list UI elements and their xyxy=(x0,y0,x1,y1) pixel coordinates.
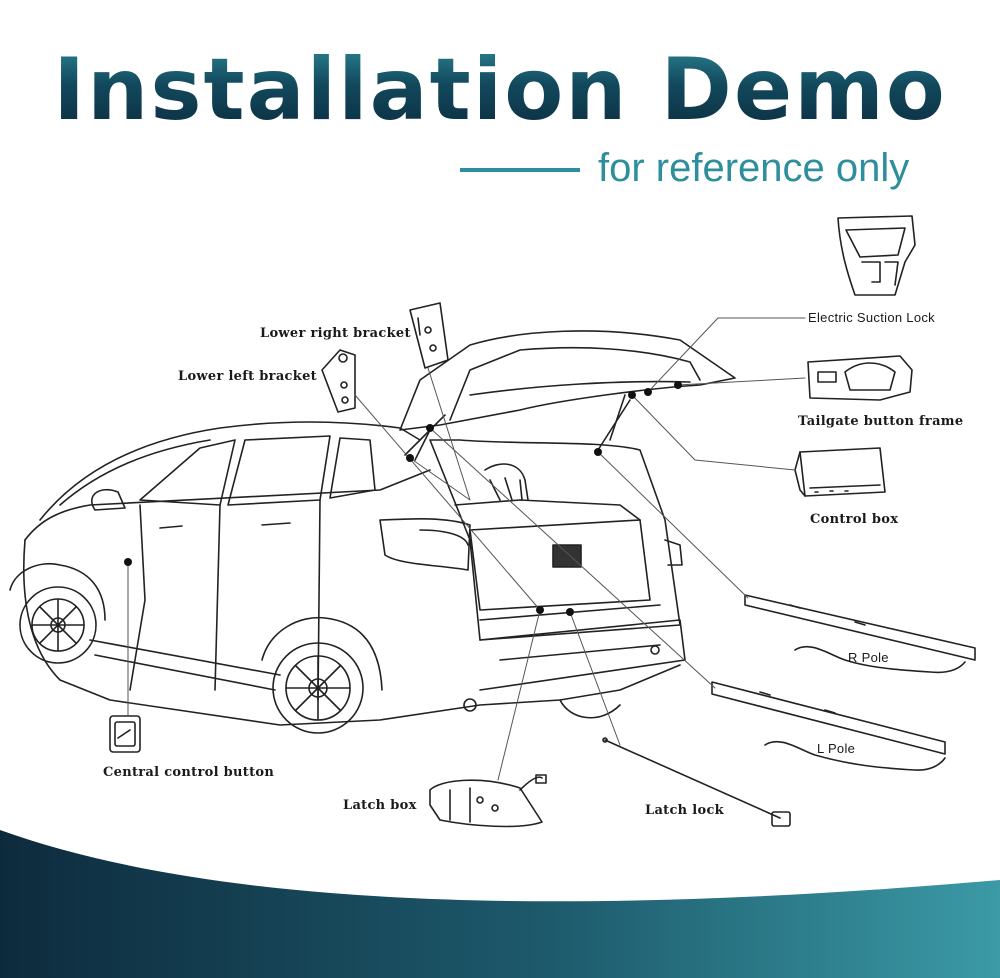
latch-lock-part xyxy=(604,739,781,819)
label-latch-box: Latch box xyxy=(343,798,417,813)
page-title: Installation Demo xyxy=(0,40,1000,140)
page-subtitle: for reference only xyxy=(598,146,910,190)
control-box-part xyxy=(799,447,886,497)
r-pole-part xyxy=(744,594,976,661)
bottom-wave-band xyxy=(0,830,1000,978)
tailgate-button-frame-part xyxy=(807,355,913,401)
label-central-control-button: Central control button xyxy=(103,765,275,780)
label-latch-lock: Latch lock xyxy=(645,803,724,818)
label-lower-right-bracket: Lower right bracket xyxy=(260,326,411,341)
lower-right-bracket-part xyxy=(409,302,449,369)
latch-box-part xyxy=(429,779,543,828)
label-tailgate-button-frame: Tailgate button frame xyxy=(798,414,964,429)
label-control-box: Control box xyxy=(810,512,899,527)
connection-dots xyxy=(124,381,682,616)
lower-left-bracket-part xyxy=(321,349,356,413)
label-electric-suction-lock: Electric Suction Lock xyxy=(808,310,935,325)
l-pole-part xyxy=(711,681,946,755)
leader-lines xyxy=(127,317,806,781)
car-illustration xyxy=(9,330,736,734)
label-r-pole: R Pole xyxy=(848,650,889,665)
label-lower-left-bracket: Lower left bracket xyxy=(178,369,317,384)
central-control-button-part xyxy=(109,715,141,753)
label-l-pole: L Pole xyxy=(817,741,856,756)
subtitle-rule xyxy=(460,168,580,172)
component-sketches xyxy=(109,215,976,828)
electric-suction-lock-part xyxy=(837,215,916,296)
